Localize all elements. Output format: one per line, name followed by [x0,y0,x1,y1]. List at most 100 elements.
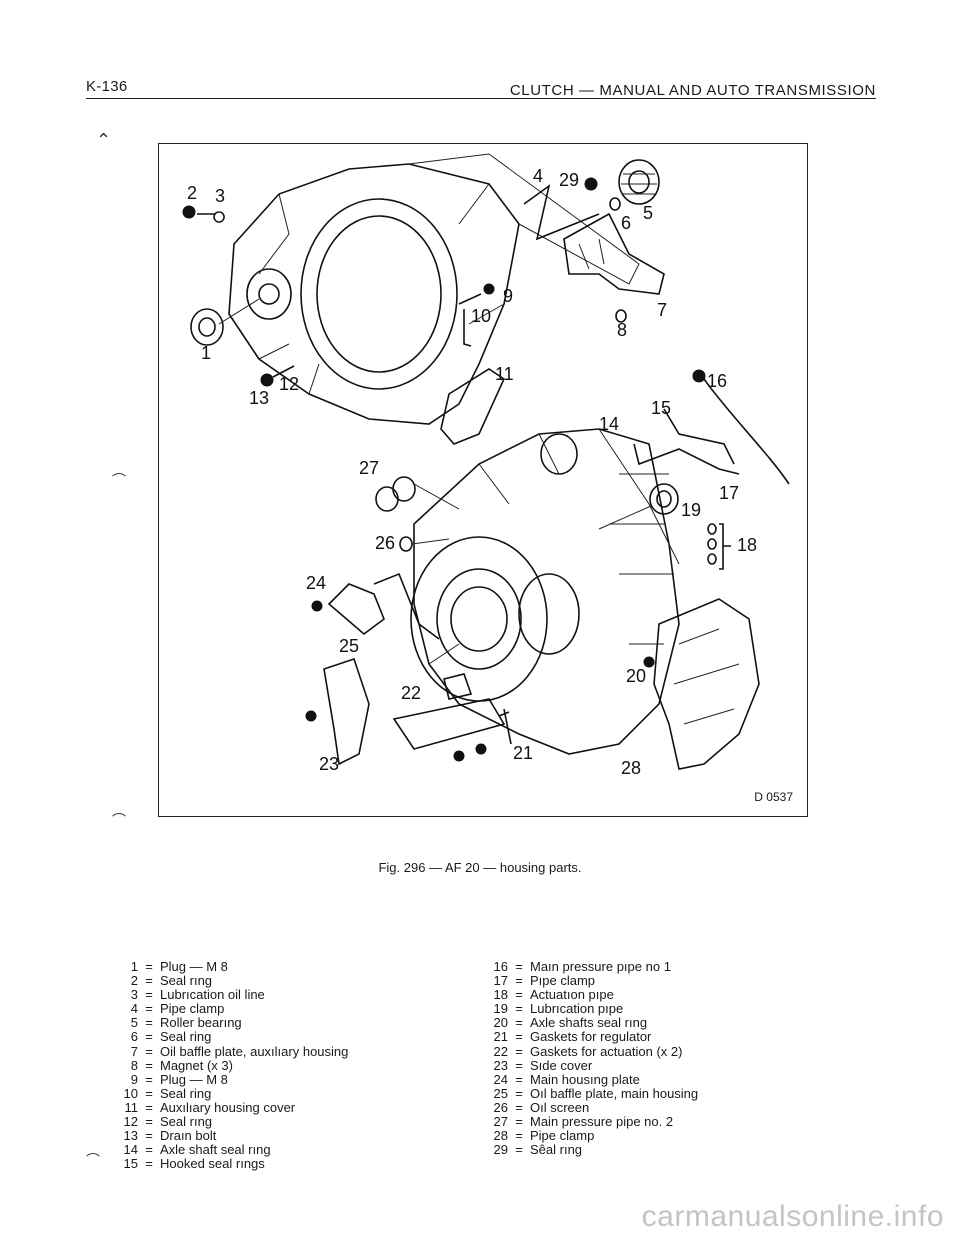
legend-text: Oıl baffle plate, main housing [530,1085,699,1101]
legend-item: 15=Hooked seal rıngs [110,1157,348,1171]
legend-item: 17=Pıpe clamp [480,973,698,989]
legend-text: Seal ring [160,1085,212,1101]
legend-text: Roller bearıng [160,1015,242,1031]
legend-number: 10 [123,1085,138,1101]
callout-label: 29 [559,170,579,190]
margin-mark: ⌃ [96,130,112,150]
legend-number: 17 [493,973,508,989]
legend-text: Actuatıon pıpe [530,987,614,1003]
figure-code: D 0537 [754,790,793,804]
legend-item: 29=Sêal rıng [480,1143,698,1157]
legend-item: 8=Magnet (x 3) [110,1057,348,1073]
legend-number: 7 [130,1043,138,1059]
legend-item: 19=Lubrıcation pıpe [480,1002,698,1016]
legend-text: Plug — M 8 [160,959,228,974]
callout-label: 12 [279,374,299,394]
legend-number: 14 [123,1142,138,1158]
callout-label: 24 [306,573,326,593]
callout-label: 5 [643,203,653,223]
legend-text: Oıl screen [530,1099,590,1115]
callout-label: 23 [319,754,339,774]
legend-item: 24=Main housıng plate [480,1072,698,1087]
legend-number: 26 [493,1099,508,1115]
main-housing-plate [327,583,385,636]
main-housing [410,428,680,755]
legend-item: 6=Seal ring [110,1030,348,1044]
legend-text: Draın bolt [160,1128,217,1144]
legend-item: 4=Pipe clamp [110,1002,348,1016]
callout-label: 25 [339,636,359,656]
legend-number: 27 [493,1114,508,1130]
legend-item: 2=Seal rıng [110,973,348,989]
main-pressure-pipe-1 [703,378,790,485]
legend-text: Hooked seal rıngs [160,1156,265,1172]
legend-text: Main pressure pipe no. 2 [530,1114,674,1130]
auxiliary-housing-cover [440,368,506,445]
callout-label: 20 [626,666,646,686]
callout-label: 18 [737,535,757,555]
legend-text: Gaskets for regulator [530,1029,652,1045]
legend-item: 5=Roller bearıng [110,1016,348,1030]
legend-text: Maın pressure pıpe no 1 [530,959,671,974]
margin-mark: ⌒ [112,472,126,488]
exploded-diagram-drawing: 1 2 3 4 5 6 7 8 9 10 11 12 13 14 15 16 1… [182,153,790,778]
legend-number: 19 [493,1001,508,1017]
legend-number: 25 [493,1085,508,1101]
callout-label: 14 [599,414,619,434]
legend-text: Seal rıng [160,973,213,989]
legend-text: Axle shafts seal rıng [530,1015,648,1031]
parts-legend-right: 16=Maın pressure pıpe no 1 17=Pıpe clamp… [480,959,699,1157]
callout-label: 13 [249,388,269,408]
actuation-gaskets [392,698,506,750]
callout-label: 6 [621,213,631,233]
legend-text: Pipe clamp [530,1128,595,1144]
figure-caption: Fig. 296 — AF 20 — housing parts. [378,860,582,875]
legend-item: 23=Sıde cover [480,1057,698,1073]
legend-number: 13 [123,1128,138,1144]
legend-number: 18 [493,987,508,1003]
legend-item: 21=Gaskets for regulator [480,1030,698,1044]
legend-text: Oil baffle plate, auxılıary housing [160,1043,349,1059]
legend-text: Auxılıary housing cover [160,1099,296,1115]
legend-number: 28 [493,1128,508,1144]
legend-item: 11=Auxılıary housing cover [110,1099,348,1115]
legend-text: Pıpe clamp [530,973,596,989]
callout-label: 8 [617,320,627,340]
legend-text: Pipe clamp [160,1001,225,1017]
legend-text: Lubrıcation pıpe [530,1001,624,1017]
callout-label: 11 [495,364,514,384]
page-header: K-136 CLUTCH — MANUAL AND AUTO TRANSMISS… [86,74,876,99]
legend-item: 12=Seal rıng [110,1114,348,1129]
page-number: K-136 [86,78,128,95]
legend-item: 1=Plug — M 8 [110,959,348,974]
legend-text: Sıde cover [530,1057,593,1073]
callout-label: 27 [359,458,379,478]
lubrication-seal [649,483,679,515]
legend-number: 16 [493,959,508,974]
callout-label: 3 [215,186,225,206]
legend-item: 25=Oıl baffle plate, main housing [480,1085,699,1101]
legend-item: 3=Lubrıcation oil line [110,988,348,1002]
callout-label: 10 [471,306,491,326]
legend-item: 20=Axle shafts seal rıng [480,1016,698,1030]
callout-label: 4 [533,166,543,186]
margin-mark: ⌒ [86,1152,100,1168]
callout-label: 15 [651,398,671,418]
callout-label: 28 [621,758,641,778]
callout-label: 16 [707,371,727,391]
legend-text: Magnet (x 3) [160,1057,233,1073]
legend-number: 20 [493,1015,508,1031]
section-title: CLUTCH — MANUAL AND AUTO TRANSMISSION [509,82,876,99]
seal-ring-1 [190,308,224,346]
watermark: carmanualsonline.info [641,1200,944,1233]
auxiliary-housing [228,153,640,425]
callout-label: 2 [187,183,197,203]
legend-number: 11 [124,1099,139,1115]
roller-bearing [618,159,660,205]
callout-label: 19 [681,500,701,520]
legend-item: 14=Axle shaft seal rıng [110,1143,348,1157]
legend-number: 3 [130,987,138,1003]
callout-label: 21 [513,743,533,763]
oil-baffle-plate [563,212,665,295]
side-cover [323,657,370,766]
